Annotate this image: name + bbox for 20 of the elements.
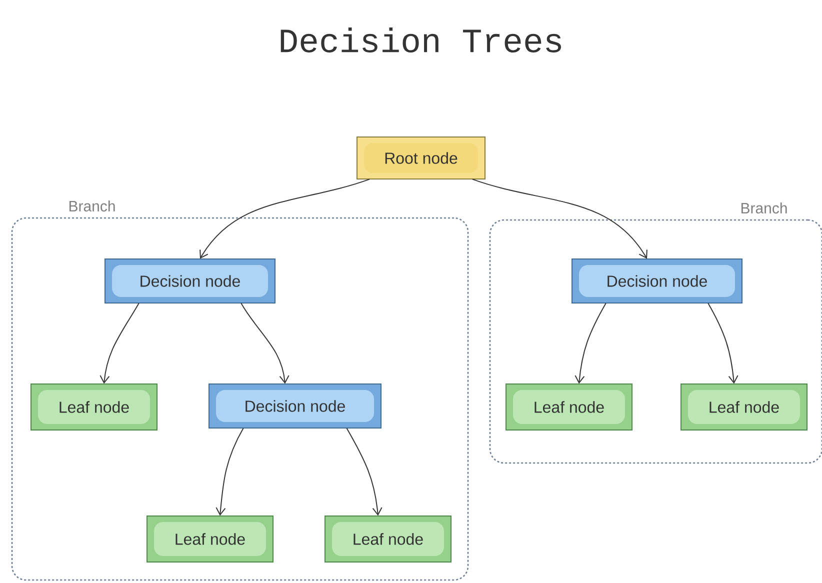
decision-node-box: Decision node	[572, 258, 742, 304]
root-node-box: Root node	[356, 136, 486, 180]
arrow	[216, 428, 244, 516]
leaf-node-box: Leaf node	[324, 516, 452, 562]
arrow	[472, 178, 648, 259]
title: Decision Trees	[280, 28, 561, 52]
arrow	[240, 302, 290, 384]
leaf-node-box: Leaf node	[506, 384, 632, 430]
arrow	[574, 302, 606, 384]
leaf-node-box: Leaf node	[146, 516, 274, 562]
node-label: Branch	[69, 200, 115, 212]
decision-node-box: Decision node	[104, 258, 276, 304]
arrow	[100, 302, 140, 384]
arrow	[708, 302, 738, 384]
arrow	[346, 428, 382, 516]
leaf-node-box: Leaf node	[30, 384, 158, 430]
arrow	[200, 178, 370, 259]
leaf-node-box: Leaf node	[680, 384, 808, 430]
decision-node-box: Decision node	[208, 384, 382, 428]
node-label: Branch	[741, 202, 787, 214]
